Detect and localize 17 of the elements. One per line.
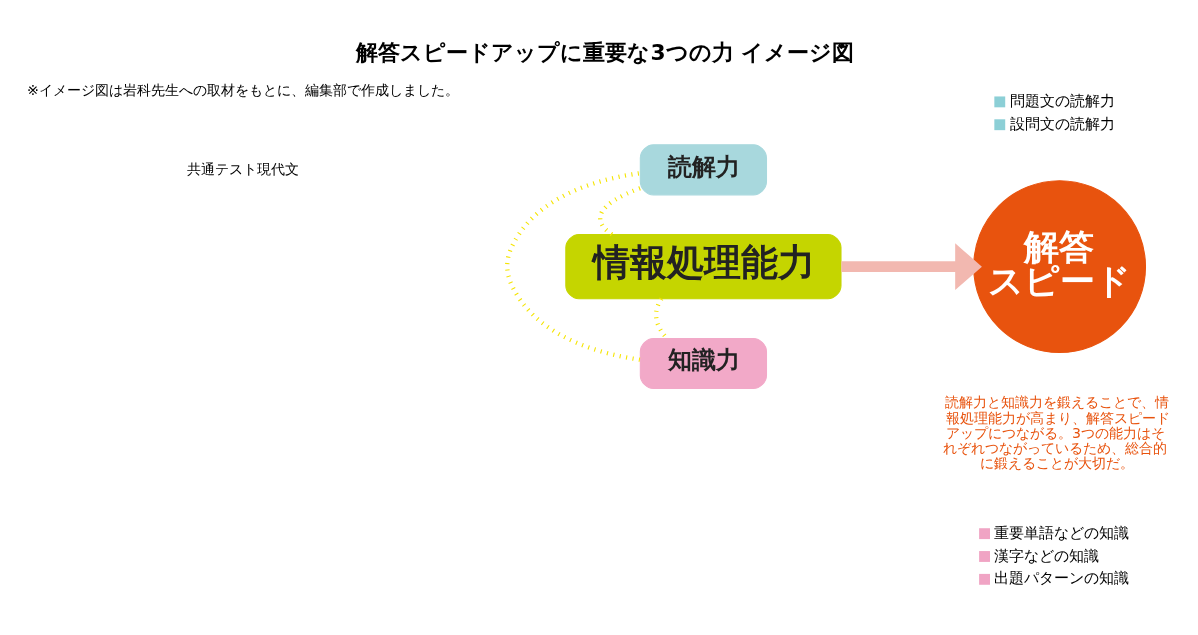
node-label: 漢字などの知識 [994,546,1100,565]
node-label: 出題パターンの知識 [994,569,1130,588]
node-label: 重要単語などの知識 [994,523,1130,542]
node-label: 問題文の読解力 [1009,91,1115,110]
connector [653,297,669,340]
node-box: 情報処理能力 [565,234,842,300]
node-circle: 解答スピード [973,180,1147,354]
label: ※イメージ図は岩科先生への取材をもとに、編集部で作成しました。 [26,82,459,99]
node-box: 読解力 [639,144,768,196]
label: 共通テスト現代文 [186,160,299,177]
connector [598,186,641,237]
node-box: 知識力 [639,337,768,389]
connector [505,171,641,362]
arrow [841,243,982,291]
diagram-title: 解答スピードアップに重要な3つの力 イメージ図 [356,40,855,66]
node-label: 設問文の読解力 [1009,114,1115,133]
node-label: 読解力と知識力を鍛えることで、情報処理能力が高まり、解答スピードアップにつながる。3つの能力はそれぞれつながっているため、総合的に鍛えることが大切だ。 [943,394,1170,472]
